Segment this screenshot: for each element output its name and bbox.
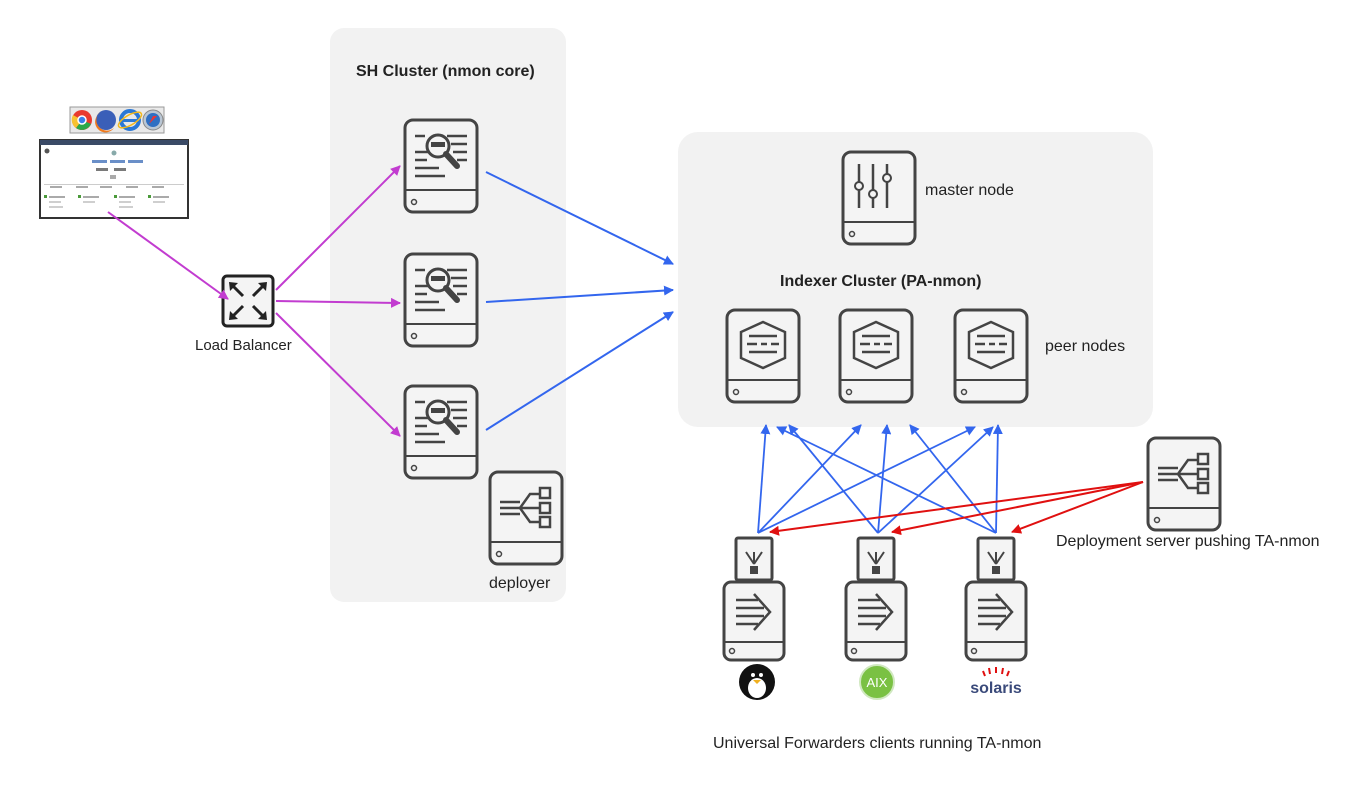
- deployment-server-icon: [1148, 438, 1220, 530]
- search-head-server-2: [405, 254, 477, 346]
- load-balancer-label: Load Balancer: [195, 337, 292, 354]
- solaris-logo: solaris: [970, 667, 1022, 697]
- peer-node-1: [727, 310, 799, 402]
- sh-cluster-title: SH Cluster (nmon core): [356, 63, 535, 80]
- solaris-logo-text: solaris: [970, 680, 1022, 697]
- deployment-links: [769, 481, 1144, 536]
- linux-tux-logo: [739, 664, 775, 700]
- deployer-label: deployer: [489, 575, 551, 592]
- browser-icons: [69, 106, 165, 134]
- indexer-cluster-title: Indexer Cluster (PA-nmon): [780, 273, 982, 290]
- chrome-icon: [71, 110, 92, 130]
- forwarders-label: Universal Forwarders clients running TA-…: [713, 735, 1042, 752]
- indexer-links: [485, 171, 674, 431]
- dashboard-screenshot: [39, 139, 189, 219]
- forwarder-3: [964, 536, 1028, 662]
- search-head-server-1: [405, 120, 477, 212]
- ie-icon: [117, 109, 143, 131]
- firefox-icon: [95, 110, 116, 133]
- forwarder-2: [844, 536, 908, 662]
- aix-logo: AIX: [859, 664, 895, 700]
- peer-nodes-label: peer nodes: [1045, 338, 1126, 355]
- aix-logo-text: AIX: [867, 675, 888, 690]
- deployer-server-icon: [490, 472, 562, 564]
- safari-icon: [142, 109, 164, 131]
- search-head-links: [107, 165, 401, 437]
- master-node-icon: [843, 152, 915, 244]
- forwarder-1: [722, 536, 786, 662]
- master-node-label: master node: [925, 182, 1014, 199]
- deployment-server-label: Deployment server pushing TA-nmon: [1056, 533, 1320, 550]
- search-head-server-3: [405, 386, 477, 478]
- load-balancer-icon: [221, 274, 275, 328]
- peer-node-3: [955, 310, 1027, 402]
- peer-node-2: [840, 310, 912, 402]
